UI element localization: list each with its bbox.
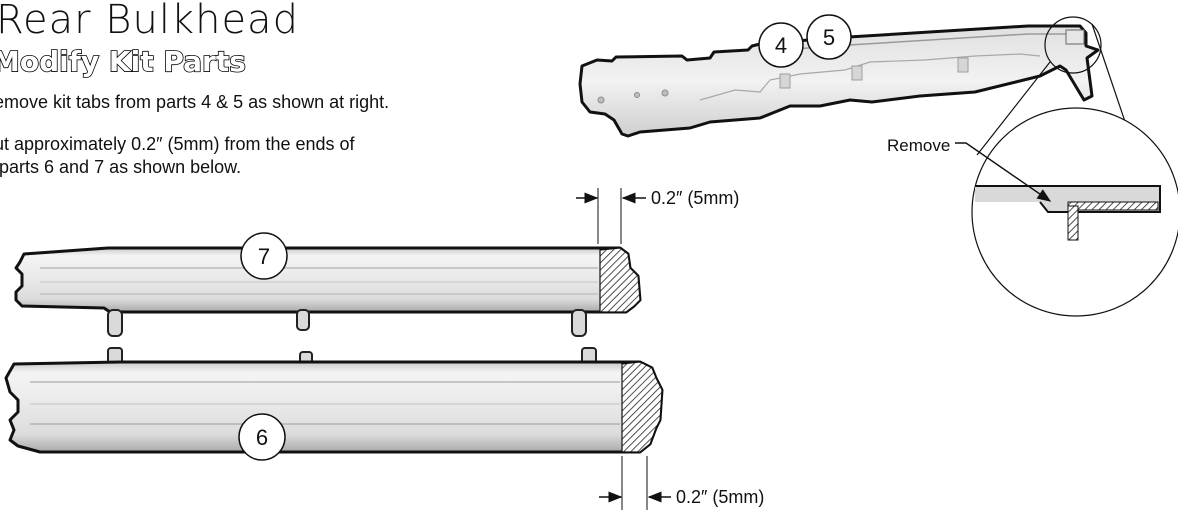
dimension-bottom: 0.2″ (5mm) — [599, 456, 764, 510]
detail-tab-hatched — [1067, 201, 1159, 211]
remove-label: Remove — [887, 136, 950, 155]
bulkhead-hole — [634, 92, 640, 98]
instruction-step-1: emove kit tabs from parts 4 & 5 as shown… — [0, 92, 390, 112]
detail-part-outline — [975, 185, 1161, 213]
callout-number: 5 — [823, 25, 835, 50]
callout-part-7: 7 — [240, 232, 288, 280]
bulkhead-hole — [661, 89, 669, 97]
bulkhead-hole — [597, 96, 605, 104]
rail-part-6 — [4, 347, 664, 454]
rail-7-peg — [571, 309, 587, 337]
section-heading: Modify Kit Parts — [0, 45, 247, 78]
bulkhead-slot-2 — [851, 65, 863, 81]
callout-circle — [238, 413, 286, 461]
remove-leader — [955, 142, 1052, 202]
rail-7-cut-end — [599, 247, 641, 313]
dimension-label: 0.2″ (5mm) — [676, 487, 764, 507]
bulkhead-end-tab — [1065, 29, 1085, 45]
instruction-step-2-line-2: tparts 6 and 7 as shown below. — [0, 157, 242, 178]
callout-part-6: 6 — [238, 413, 286, 461]
rail-7-peg — [296, 309, 310, 331]
bulkhead-slot-1 — [779, 73, 791, 89]
callout-number: 7 — [258, 244, 270, 269]
detail-view — [971, 107, 1178, 317]
page-title: Rear Bulkhead — [0, 0, 299, 43]
bulkhead-outline — [578, 24, 1100, 138]
rail-part-7 — [14, 246, 642, 337]
dimension-label: 0.2″ (5mm) — [651, 188, 739, 208]
callout-part-4: 4 — [758, 22, 804, 68]
bulkhead-lower-notch — [699, 53, 1041, 101]
zoom-source-circle — [1044, 16, 1102, 74]
rail-7-body — [14, 246, 642, 314]
detail-tab-hatched — [1067, 205, 1079, 241]
rail-7-peg — [107, 309, 123, 337]
zoom-guide-line — [976, 61, 1051, 156]
dimension-top: 0.2″ (5mm) — [576, 188, 739, 244]
callout-number: 6 — [256, 425, 268, 450]
bulkhead-slot-3 — [957, 57, 969, 73]
rail-6-cut-end — [621, 361, 663, 453]
callout-circle — [758, 22, 804, 68]
rail-6-body — [4, 360, 664, 454]
instruction-step-2-line-1: ut approximately 0.2″ (5mm) from the end… — [0, 134, 355, 154]
callout-part-5: 5 — [806, 14, 852, 60]
callout-circle — [806, 14, 852, 60]
callout-circle — [240, 232, 288, 280]
callout-number: 4 — [775, 33, 787, 58]
instruction-step-2: ut approximately 0.2″ (5mm) from the end… — [0, 133, 355, 180]
bulkhead-part-4-5 — [578, 24, 1100, 138]
